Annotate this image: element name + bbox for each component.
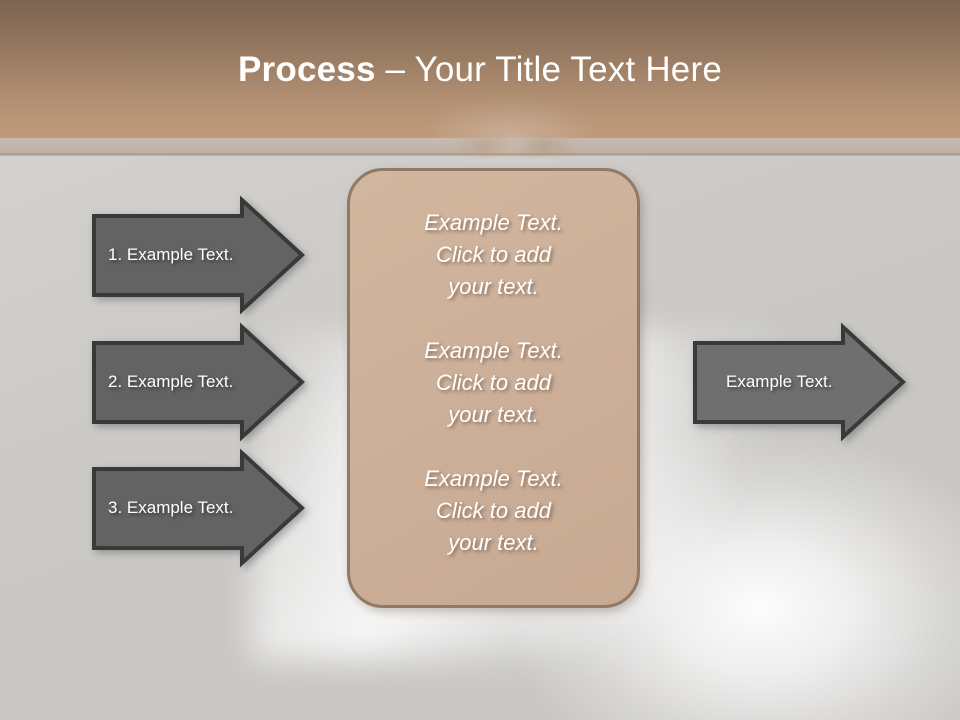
center-text-spacer-1 — [350, 303, 637, 335]
title-bar — [0, 0, 960, 138]
page-title-rest: – Your Title Text Here — [375, 50, 722, 89]
process-arrow-1[interactable]: 1. Example Text. — [92, 195, 305, 315]
arrow-right-shape-icon — [92, 448, 305, 568]
process-output-arrow[interactable]: Example Text. — [693, 322, 906, 442]
strip-figure-blur — [455, 138, 575, 155]
center-text-spacer-2 — [350, 431, 637, 463]
page-title: Process – Your Title Text Here — [0, 48, 960, 92]
center-text-block-3[interactable]: Example Text. Click to add your text. — [424, 466, 563, 555]
arrow-right-shape-icon — [92, 322, 305, 442]
center-text-block-2[interactable]: Example Text. Click to add your text. — [424, 338, 563, 427]
page-title-strong: Process — [238, 50, 376, 89]
process-arrow-2[interactable]: 2. Example Text. — [92, 322, 305, 442]
center-text-block-1[interactable]: Example Text. Click to add your text. — [424, 210, 563, 299]
process-arrow-3[interactable]: 3. Example Text. — [92, 448, 305, 568]
arrow-right-shape-icon — [92, 195, 305, 315]
arrow-right-shape-icon — [693, 322, 906, 442]
strip-bottom-edge — [0, 153, 960, 156]
center-text-panel[interactable]: Example Text. Click to add your text. Ex… — [347, 168, 640, 608]
